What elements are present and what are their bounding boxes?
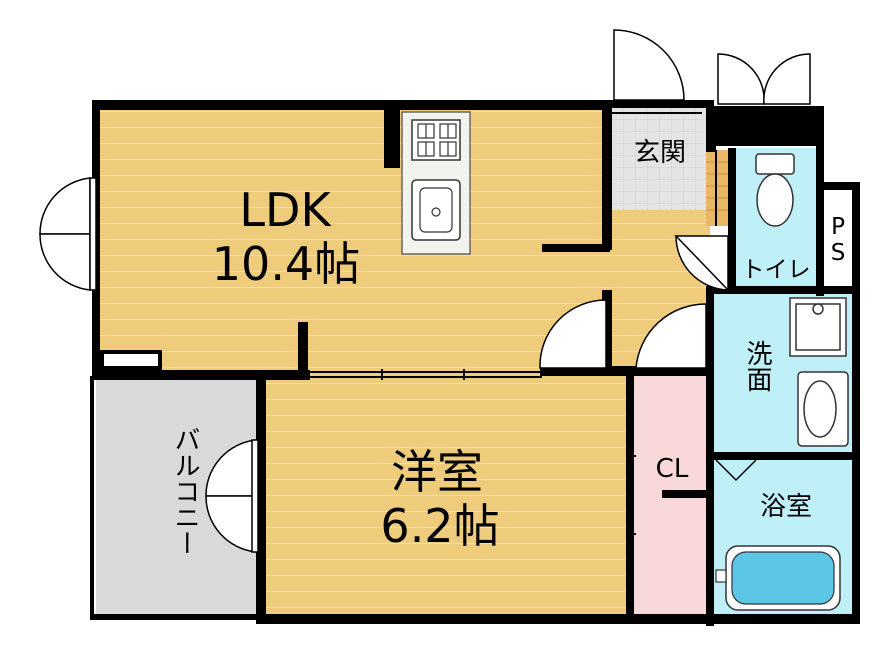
stove <box>411 119 461 161</box>
ldk-name: LDK <box>239 183 331 237</box>
balcony-label: バルコニー <box>170 426 200 556</box>
mb-door-left <box>717 53 765 105</box>
toilet-fixture <box>755 153 795 227</box>
mb-door-right <box>763 53 811 105</box>
bathtub <box>715 545 841 611</box>
washbasin <box>797 371 849 447</box>
ps-label: PS <box>825 214 851 266</box>
ldk-floor <box>96 106 610 376</box>
bath-label: 浴室 <box>759 492 812 522</box>
door-swings <box>39 29 811 553</box>
sliding-door <box>308 369 542 380</box>
western-floor <box>262 372 630 616</box>
genkan-floor <box>612 108 710 210</box>
washer-pan <box>789 297 847 357</box>
toilet-label: トイレ <box>741 257 811 283</box>
genkan-label: 玄関 <box>633 138 686 168</box>
closet-label: CL <box>655 454 689 484</box>
mb-label: MB <box>745 110 787 140</box>
toilet-door-swing <box>674 235 729 292</box>
washroom-label: 洗面 <box>742 340 772 392</box>
western-size: 6.2帖 <box>380 499 500 553</box>
closet-doors <box>626 378 636 612</box>
step-floor <box>706 150 732 226</box>
window-door-bottom <box>39 233 91 291</box>
balcony-door-bottom <box>205 495 257 553</box>
window-door-top <box>39 177 91 235</box>
western-door-swing <box>635 303 707 369</box>
bath-door-swing <box>715 459 757 482</box>
western-name: 洋室 <box>391 445 483 499</box>
ldk-door-swing <box>539 299 607 369</box>
entry-door-left <box>613 29 685 101</box>
ldk-size: 10.4帖 <box>211 237 361 291</box>
kitchen-counter <box>401 111 471 255</box>
